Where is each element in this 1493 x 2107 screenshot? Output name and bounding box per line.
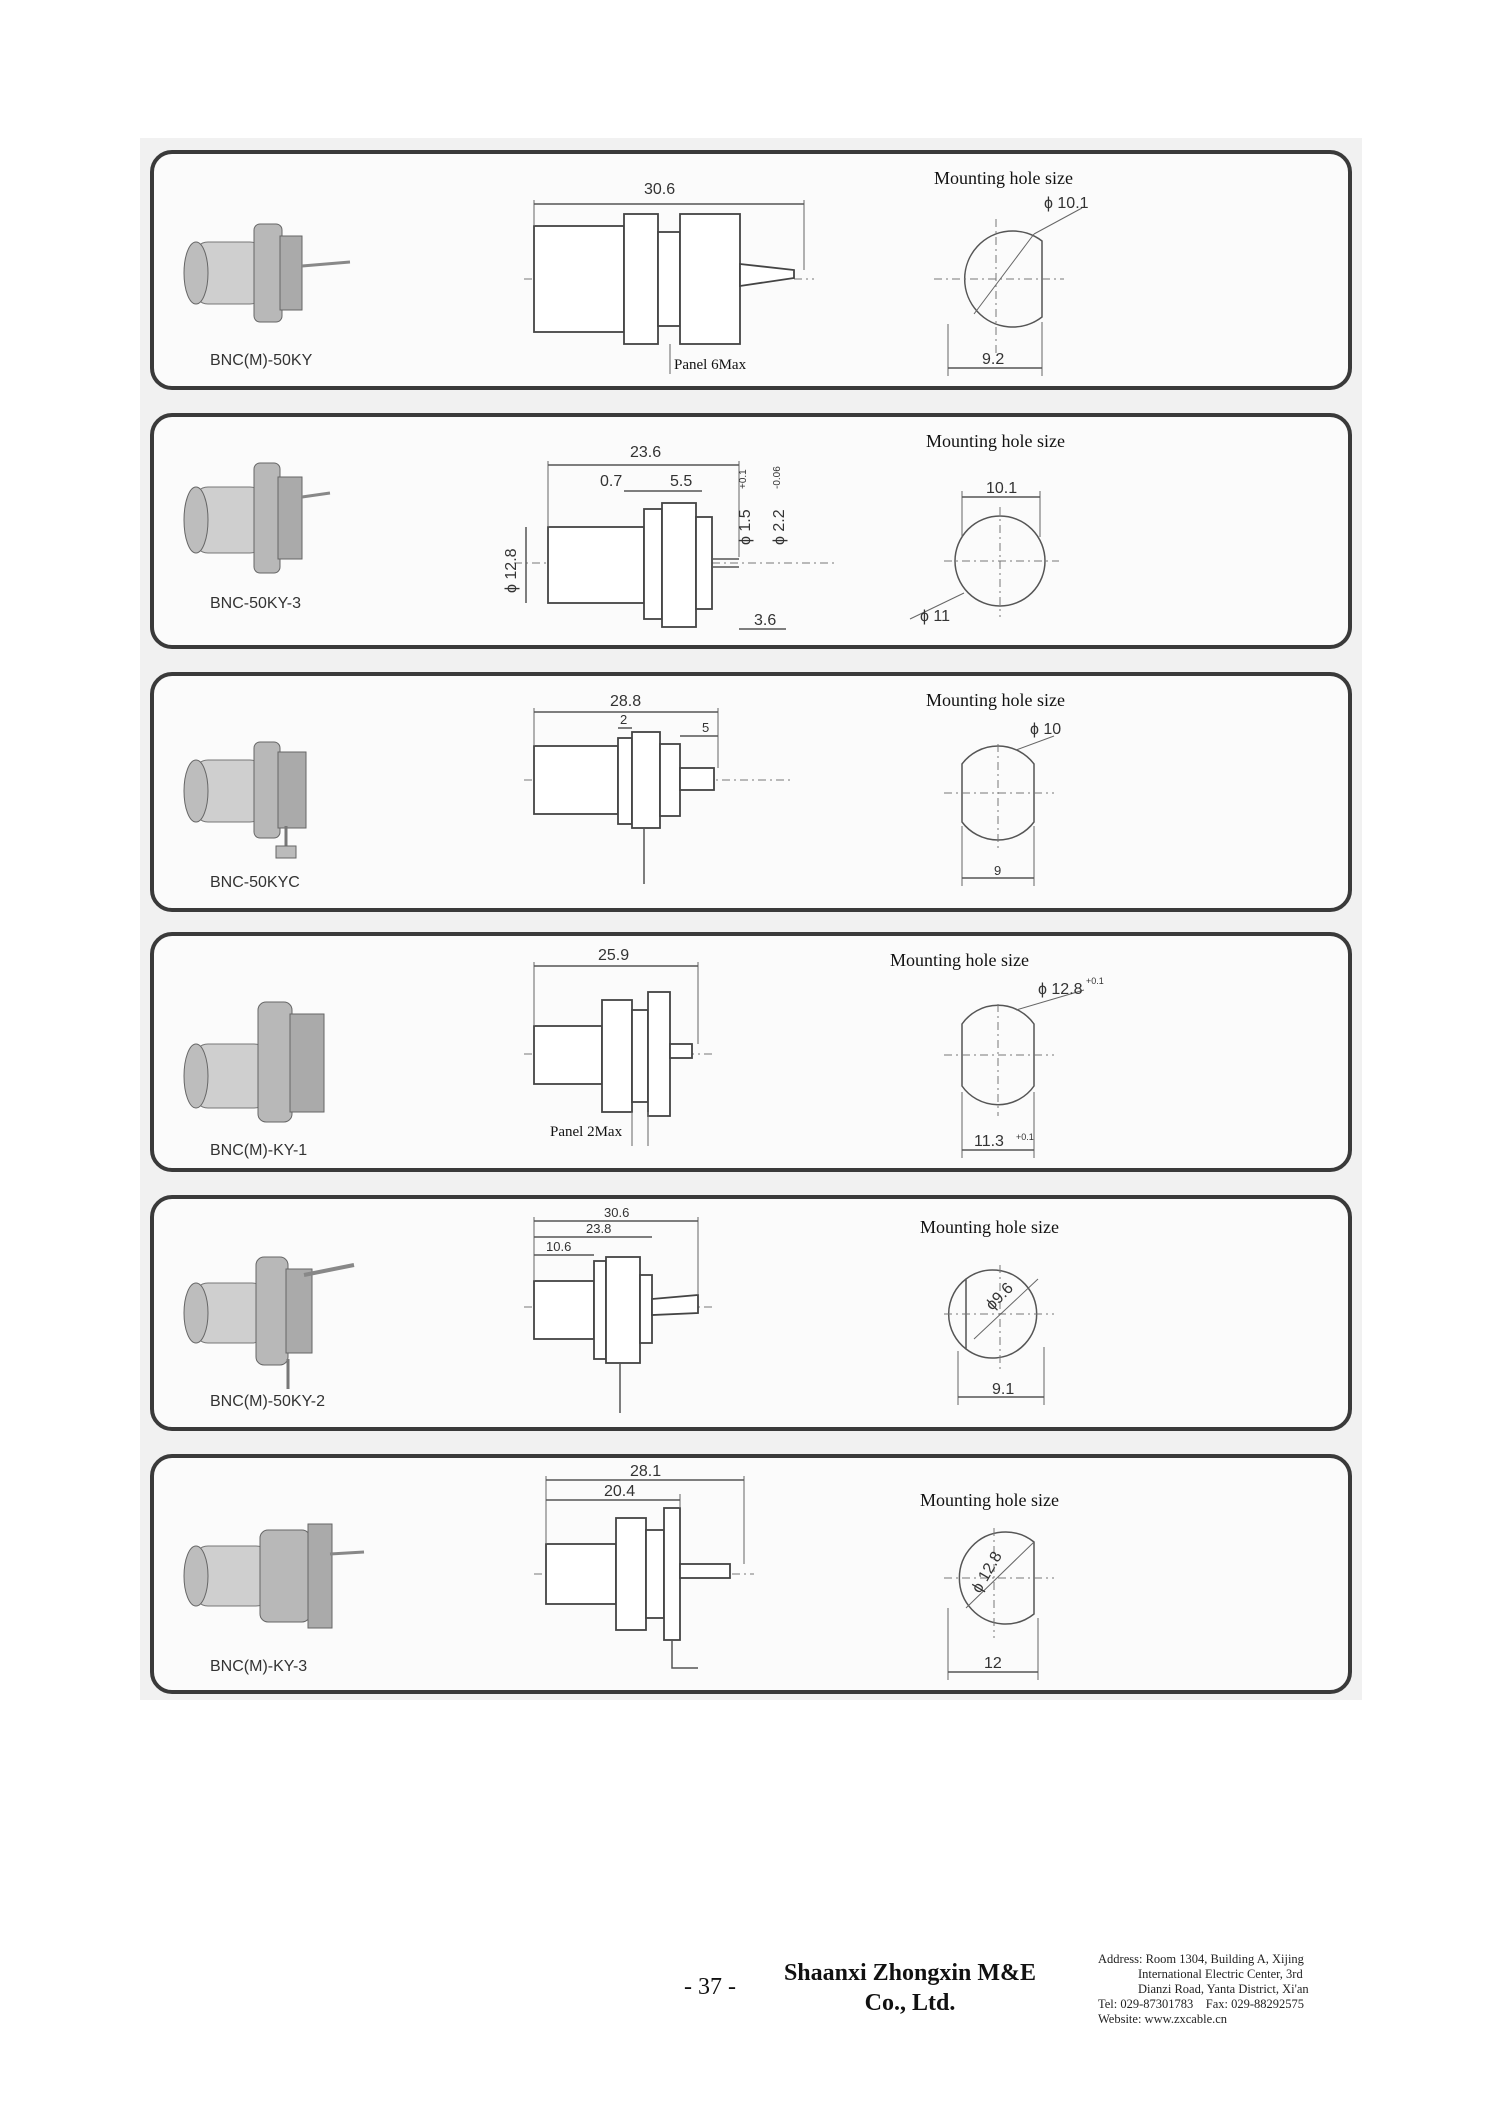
hole-diameter: ϕ 10.1 [1044, 195, 1089, 212]
hole-width: 9.2 [982, 351, 1004, 368]
product-panel-bnc-m-ky-3: 28.1 20.4 ϕ 12.8 12 Mounting hole size B… [150, 1454, 1352, 1694]
connector-photo [183, 1001, 325, 1123]
dim-body: 23.8 [586, 1221, 611, 1236]
dim-flange: 2 [620, 712, 627, 727]
hole-width: 9.1 [992, 1381, 1014, 1398]
model-name: BNC(M)-KY-1 [210, 1142, 308, 1159]
side-view-drawing: 23.6 0.7 5.5 ϕ 1.5 +0.1 ϕ 2.2 -0.06 ϕ 12… [503, 444, 834, 630]
panel-note: Panel 6Max [674, 357, 747, 373]
product-drawings: 30.6 Panel 6Max ϕ 10.1 9.2 [183, 181, 1089, 376]
hole-diameter: ϕ 11 [920, 608, 950, 625]
mounting-hole-label: Mounting hole size [890, 950, 1029, 970]
model-name: BNC(M)-50KY-2 [210, 1393, 325, 1410]
dim-body: 20.4 [604, 1483, 635, 1500]
dim-flange: 0.7 [600, 473, 622, 490]
dim-front: 10.6 [546, 1239, 571, 1254]
dim-pin-tol-2: -0.06 [772, 466, 783, 489]
mounting-hole-drawing: ϕ 12.8 12 [944, 1528, 1054, 1680]
panel-note: Panel 2Max [550, 1124, 623, 1140]
hole-width: 11.3 [974, 1133, 1004, 1150]
page-number: - 37 - [684, 1974, 736, 2000]
tel-fax: Tel: 029-87301783 Fax: 029-88292575 [1098, 1997, 1305, 2011]
address-line3: Dianzi Road, Yanta District, Xi'an [1138, 1982, 1309, 1996]
mounting-hole-drawing: ϕ 10 9 [944, 721, 1061, 886]
connector-photo [183, 1523, 365, 1629]
hole-width: 10.1 [986, 480, 1017, 497]
connector-photo [183, 1256, 355, 1389]
address-line1: Address: Room 1304, Building A, Xijing [1098, 1952, 1304, 1966]
catalog-sheet [140, 138, 1362, 1700]
hole-width: 9 [994, 863, 1001, 878]
hole-diameter: ϕ 10 [1030, 721, 1061, 738]
side-view-drawing: 25.9 Panel 2Max [524, 947, 714, 1146]
hole-diameter: ϕ 12.8 [969, 1549, 1006, 1596]
dim-overall: 25.9 [598, 947, 629, 964]
dim-pin-dia-2: ϕ 2.2 [771, 509, 788, 545]
side-view-drawing: 28.8 2 5 [524, 693, 794, 884]
mounting-hole-drawing: ϕ9.6 9.1 [944, 1265, 1054, 1405]
dim-overall: 28.1 [630, 1463, 661, 1480]
address-line2: International Electric Center, 3rd [1138, 1967, 1303, 1981]
company-address: Address: Room 1304, Building A, Xijing I… [1098, 1952, 1338, 2027]
product-panel-bnc-m-50ky-2: 30.6 23.8 10.6 ϕ9.6 9.1 Mounting hole si… [150, 1195, 1352, 1431]
hole-diameter: ϕ9.6 [983, 1280, 1017, 1314]
product-drawings: 25.9 Panel 2Max ϕ 12.8 +0.1 11.3 +0.1 [183, 947, 1104, 1158]
company-name-line2: Co., Ltd. [864, 1990, 956, 2016]
connector-photo [183, 223, 351, 323]
model-name: BNC-50KY-3 [210, 595, 302, 612]
side-view-drawing: 30.6 23.8 10.6 [524, 1205, 714, 1413]
product-drawings: 30.6 23.8 10.6 ϕ9.6 9.1 [183, 1205, 1054, 1413]
dim-pin-length: 3.6 [754, 612, 776, 629]
mounting-hole-label: Mounting hole size [926, 431, 1065, 451]
mounting-hole-label: Mounting hole size [920, 1217, 1059, 1237]
dim-pin-tol: +0.1 [738, 469, 749, 489]
company-name: Shaanxi Zhongxin M&E Co., Ltd. [780, 1958, 1040, 2018]
side-view-drawing: 30.6 Panel 6Max [524, 181, 814, 374]
dim-overall: 23.6 [630, 444, 661, 461]
product-panel-bnc-m-50ky: 30.6 Panel 6Max ϕ 10.1 9.2 Mounting hole… [150, 150, 1352, 390]
product-panel-bnc-m-ky-1: 25.9 Panel 2Max ϕ 12.8 +0.1 11.3 +0.1 Mo… [150, 932, 1352, 1172]
hole-diameter: ϕ 12.8 [1038, 981, 1083, 998]
product-panel-bnc-50ky-3: 23.6 0.7 5.5 ϕ 1.5 +0.1 ϕ 2.2 -0.06 ϕ 12… [150, 413, 1352, 649]
model-name: BNC-50KYC [210, 874, 300, 891]
dim-body-dia: ϕ 12.8 [503, 548, 520, 593]
product-drawings: 28.8 2 5 ϕ 10 9 [183, 693, 1061, 886]
mounting-hole-label: Mounting hole size [920, 1490, 1059, 1510]
mounting-hole-drawing: ϕ 12.8 +0.1 11.3 +0.1 [944, 976, 1104, 1158]
mounting-hole-label: Mounting hole size [926, 690, 1065, 710]
hole-width: 12 [984, 1655, 1002, 1672]
product-panel-bnc-50kyc: 28.8 2 5 ϕ 10 9 Mounting hole size BNC-5… [150, 672, 1352, 912]
model-name: BNC(M)-KY-3 [210, 1658, 308, 1675]
dim-length: 30.6 [644, 181, 675, 198]
product-drawings: 23.6 0.7 5.5 ϕ 1.5 +0.1 ϕ 2.2 -0.06 ϕ 12… [183, 444, 1059, 630]
website: Website: www.zxcable.cn [1098, 2012, 1228, 2026]
company-name-line1: Shaanxi Zhongxin M&E [783, 1960, 1037, 1986]
dim-overall: 28.8 [610, 693, 641, 710]
dim-tab: 5 [702, 720, 709, 735]
connector-photo [183, 741, 307, 859]
dim-overall: 30.6 [604, 1205, 629, 1220]
mounting-hole-drawing: ϕ 10.1 9.2 [934, 195, 1089, 376]
dim-pin-dia: ϕ 1.5 [737, 509, 754, 545]
side-view-drawing: 28.1 20.4 [534, 1463, 754, 1669]
hole-width-tol: +0.1 [1016, 1132, 1034, 1142]
mounting-hole-label: Mounting hole size [934, 168, 1073, 188]
connector-photo [183, 462, 331, 574]
model-name: BNC(M)-50KY [210, 352, 313, 369]
mounting-hole-drawing: 10.1 ϕ 11 [909, 480, 1059, 625]
product-drawings: 28.1 20.4 ϕ 12.8 12 [183, 1463, 1054, 1680]
dim-body: 5.5 [670, 473, 692, 490]
hole-diameter-tol: +0.1 [1086, 976, 1104, 986]
